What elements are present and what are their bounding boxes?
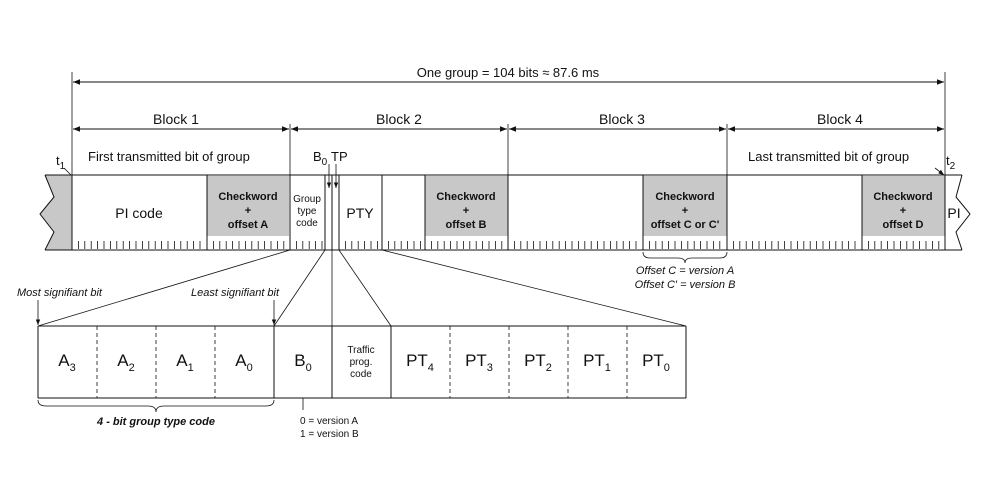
offset-note-1: Offset C = version A bbox=[636, 265, 734, 277]
pi-code-label: PI code bbox=[115, 205, 163, 221]
group-code-brace bbox=[37, 399, 275, 413]
lsb-label: Least signifiant bit bbox=[191, 287, 280, 299]
checkword-b-line-2: + bbox=[463, 205, 469, 217]
msb-label: Most signifiant bit bbox=[17, 287, 103, 299]
checkword-d-bg bbox=[862, 176, 945, 236]
checkword-a-line-1: Checkword bbox=[218, 191, 277, 203]
version-note-1: 0 = version A bbox=[300, 416, 358, 427]
checkword-a-bg bbox=[207, 176, 289, 236]
group-type-code-line-3: code bbox=[296, 218, 318, 229]
bit-ticks bbox=[78, 241, 940, 249]
expand-line-pty bbox=[381, 249, 687, 327]
block-3-label: Block 3 bbox=[599, 111, 645, 127]
checkword-b-line-3: offset B bbox=[446, 219, 487, 231]
t1-label: t1 bbox=[56, 153, 66, 172]
checkword-d-line-3: offset D bbox=[883, 219, 924, 231]
expand-line-lsb bbox=[273, 249, 326, 327]
checkword-c-line-1: Checkword bbox=[655, 191, 714, 203]
field-pt3: PT3 bbox=[465, 351, 493, 374]
break-left bbox=[39, 174, 55, 251]
checkword-a-line-2: + bbox=[245, 205, 251, 217]
checkword-c-bg bbox=[643, 176, 727, 236]
field-a2: A2 bbox=[117, 351, 134, 374]
field-pt0: PT0 bbox=[642, 351, 670, 374]
tp-marker-label: TP bbox=[331, 149, 348, 164]
break-right bbox=[955, 174, 971, 251]
group-type-code-line-1: Group bbox=[293, 194, 321, 205]
field-pt2: PT2 bbox=[524, 351, 552, 374]
first-bit-label: First transmitted bit of group bbox=[88, 149, 250, 164]
expand-line-msb bbox=[37, 249, 291, 327]
pty-label: PTY bbox=[346, 205, 374, 221]
checkword-a-line-3: offset A bbox=[228, 219, 269, 231]
t1-pointer bbox=[63, 167, 72, 176]
t2-label: t2 bbox=[946, 153, 956, 172]
t2-pointer bbox=[934, 167, 945, 176]
field-a0: A0 bbox=[235, 351, 252, 374]
version-note-2: 1 = version B bbox=[300, 429, 359, 440]
field-a1: A1 bbox=[176, 351, 193, 374]
checkword-c-line-3: offset C or C' bbox=[651, 219, 720, 231]
bit-stream: PI code PTY PI Group type code Checkword… bbox=[39, 174, 971, 251]
offset-c-brace bbox=[642, 251, 728, 264]
previous-group-edge bbox=[40, 175, 72, 250]
checkword-b-bg bbox=[425, 176, 508, 236]
field-a3: A3 bbox=[58, 351, 75, 374]
field-pt4: PT4 bbox=[406, 351, 434, 374]
block-1-label: Block 1 bbox=[153, 111, 199, 127]
checkword-b-line-1: Checkword bbox=[436, 191, 495, 203]
group-title: One group = 104 bits ≈ 87.6 ms bbox=[417, 65, 600, 80]
checkword-d-line-2: + bbox=[900, 205, 906, 217]
block-4-label: Block 4 bbox=[817, 111, 863, 127]
b0-marker-label: B0 bbox=[313, 149, 328, 168]
last-bit-label: Last transmitted bit of group bbox=[748, 149, 909, 164]
field-tp-line-2: prog. bbox=[350, 357, 373, 368]
checkword-c-line-2: + bbox=[682, 205, 688, 217]
field-row: A3 A2 A1 A0 B0 Traffic prog. code PT4 PT… bbox=[37, 325, 687, 399]
checkword-d-line-1: Checkword bbox=[873, 191, 932, 203]
field-tp-line-1: Traffic bbox=[347, 345, 374, 356]
field-tp-line-3: code bbox=[350, 369, 372, 380]
group-code-label: 4 - bit group type code bbox=[96, 416, 215, 428]
pi-next-label: PI bbox=[947, 205, 960, 221]
field-b0: B0 bbox=[294, 351, 311, 374]
offset-note-2: Offset C' = version B bbox=[635, 279, 736, 291]
field-pt1: PT1 bbox=[583, 351, 611, 374]
group-type-code-line-2: type bbox=[298, 206, 317, 217]
block-2-label: Block 2 bbox=[376, 111, 422, 127]
expand-line-tp bbox=[338, 249, 392, 327]
